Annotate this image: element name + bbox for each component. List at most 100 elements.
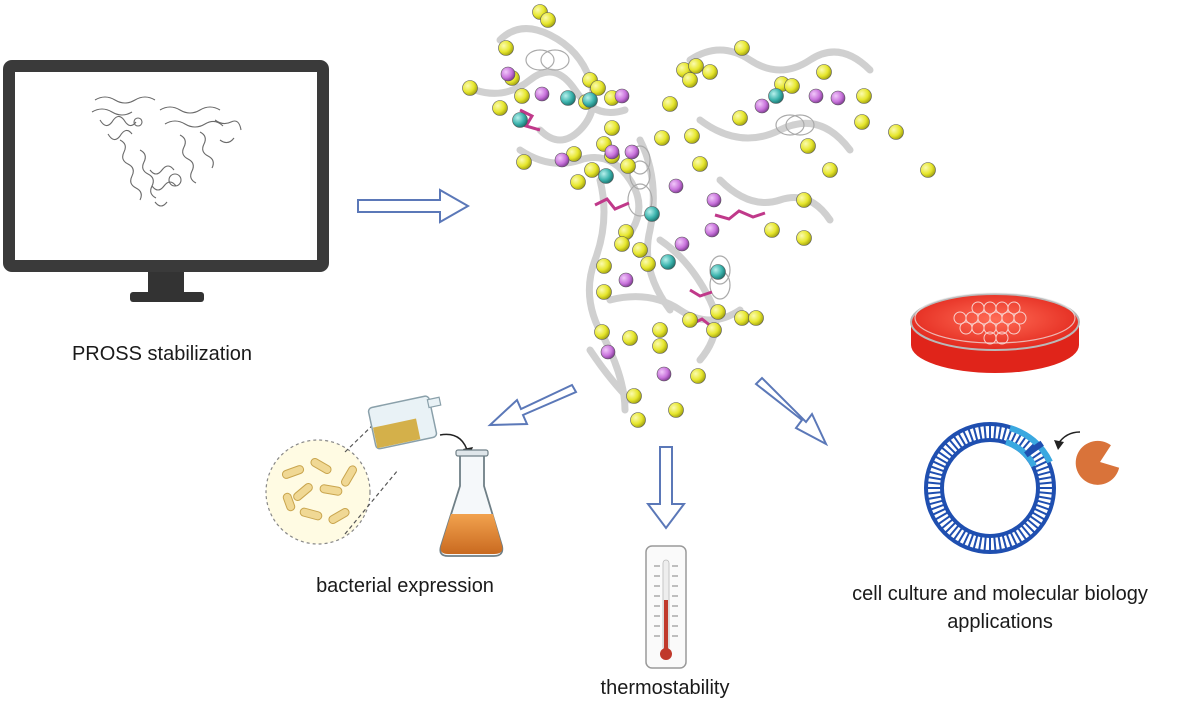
mutation-sphere-yellow xyxy=(596,284,612,300)
mutation-sphere-purple xyxy=(674,236,690,252)
mutation-sphere-yellow xyxy=(540,12,556,28)
mutation-sphere-yellow xyxy=(596,258,612,274)
mutation-sphere-teal xyxy=(644,206,660,222)
mutation-sphere-yellow xyxy=(492,100,508,116)
mutation-sphere-yellow xyxy=(682,312,698,328)
protein-structure xyxy=(462,4,936,428)
plasmid-tick xyxy=(934,455,949,465)
mutation-sphere-yellow xyxy=(584,162,600,178)
plasmid-tick xyxy=(1033,460,1049,469)
mutation-sphere-purple xyxy=(704,222,720,238)
mutation-sphere-purple xyxy=(624,144,640,160)
mutation-sphere-yellow xyxy=(662,96,678,112)
mutation-sphere-yellow xyxy=(498,40,514,56)
plasmid-tick xyxy=(1036,470,1053,477)
mutation-sphere-purple xyxy=(614,88,630,104)
mutation-sphere-yellow xyxy=(734,40,750,56)
plasmid-tick xyxy=(1037,481,1054,485)
mutation-sphere-yellow xyxy=(920,162,936,178)
plasmid-tick xyxy=(1005,532,1013,549)
mutation-sphere-teal xyxy=(582,92,598,108)
mutation-sphere-yellow xyxy=(856,88,872,104)
thermostability-label: thermostability xyxy=(600,677,730,699)
mutation-sphere-yellow xyxy=(764,222,780,238)
mutation-sphere-yellow xyxy=(620,158,636,174)
plasmid-tick xyxy=(929,465,946,473)
plasmid-tick xyxy=(934,511,949,521)
mutation-sphere-yellow xyxy=(654,130,670,146)
mutation-sphere-yellow xyxy=(822,162,838,178)
mutation-sphere-yellow xyxy=(684,128,700,144)
mutation-sphere-yellow xyxy=(516,154,532,170)
plasmid-tick xyxy=(1001,534,1008,551)
plasmid-tick xyxy=(1009,531,1018,547)
mutation-sphere-yellow xyxy=(590,80,606,96)
mutation-sphere-yellow xyxy=(626,388,642,404)
mutation-sphere-purple xyxy=(604,144,620,160)
mutation-sphere-purple xyxy=(754,98,770,114)
cell-culture-label-line2: applications xyxy=(947,611,1053,633)
bacteria-magnified-icon xyxy=(265,419,399,545)
plasmid-tick xyxy=(993,424,997,441)
plasmid-tick xyxy=(997,424,1003,441)
mutation-sphere-purple xyxy=(500,66,516,82)
protein-structure-icon xyxy=(91,96,242,207)
plasmid-tick xyxy=(927,499,944,506)
plasmid-tick xyxy=(972,425,979,442)
plasmid-tick xyxy=(948,524,960,538)
mutation-sphere-yellow xyxy=(604,120,620,136)
mutation-sphere-purple xyxy=(668,178,684,194)
mutation-sphere-yellow xyxy=(796,192,812,208)
cell-culture-label-line1: cell culture and molecular biology xyxy=(852,583,1148,605)
mutation-sphere-yellow xyxy=(594,324,610,340)
mutation-sphere-teal xyxy=(512,112,528,128)
plasmid-tick xyxy=(967,427,975,444)
plasmid-tick xyxy=(957,432,967,447)
plasmid-tick xyxy=(1001,425,1008,442)
plasmid-tick xyxy=(940,518,954,530)
mutation-sphere-teal xyxy=(710,264,726,280)
mutation-sphere-yellow xyxy=(732,110,748,126)
plasmid-tick xyxy=(1033,507,1049,516)
plasmid-tick xyxy=(940,446,954,458)
beaker-pour-icon xyxy=(367,395,473,457)
petri-dish-icon xyxy=(910,292,1080,373)
plasmid-tick xyxy=(944,521,957,534)
plasmid-tick xyxy=(1034,465,1051,473)
mutation-sphere-yellow xyxy=(702,64,718,80)
plasmid-icon xyxy=(924,422,1056,554)
mutation-sphere-yellow xyxy=(566,146,582,162)
mutation-sphere-yellow xyxy=(690,368,706,384)
plasmid-tick xyxy=(997,535,1003,552)
mutation-sphere-purple xyxy=(830,90,846,106)
plasmid-tick xyxy=(993,535,997,552)
mutation-sphere-purple xyxy=(618,272,634,288)
plasmid-tick xyxy=(926,481,943,485)
mutation-sphere-yellow xyxy=(640,256,656,272)
mutation-sphere-yellow xyxy=(622,330,638,346)
mutation-sphere-purple xyxy=(656,366,672,382)
arrow-to-cell xyxy=(754,376,829,447)
bacterial-expression-label: bacterial expression xyxy=(316,575,494,597)
mutation-sphere-yellow xyxy=(570,174,586,190)
plasmid-tick xyxy=(1026,518,1040,530)
mutation-sphere-yellow xyxy=(784,78,800,94)
computer-monitor-icon xyxy=(3,60,329,302)
mutation-sphere-yellow xyxy=(800,138,816,154)
plasmid-tick xyxy=(983,535,987,552)
plasmid-tick xyxy=(937,514,952,526)
mutation-sphere-purple xyxy=(534,86,550,102)
mutation-sphere-yellow xyxy=(632,242,648,258)
mutation-sphere-yellow xyxy=(796,230,812,246)
mutation-sphere-yellow xyxy=(710,304,726,320)
arrow-to-thermo xyxy=(646,446,686,530)
mutation-sphere-purple xyxy=(706,192,722,208)
plasmid-tick xyxy=(1036,499,1053,506)
mutation-sphere-yellow xyxy=(614,236,630,252)
plasmid-tick xyxy=(983,424,987,441)
mutation-sphere-yellow xyxy=(514,88,530,104)
plasmid-tick xyxy=(926,491,943,495)
plasmid-tick xyxy=(926,475,943,481)
plasmid-tick xyxy=(977,535,983,552)
